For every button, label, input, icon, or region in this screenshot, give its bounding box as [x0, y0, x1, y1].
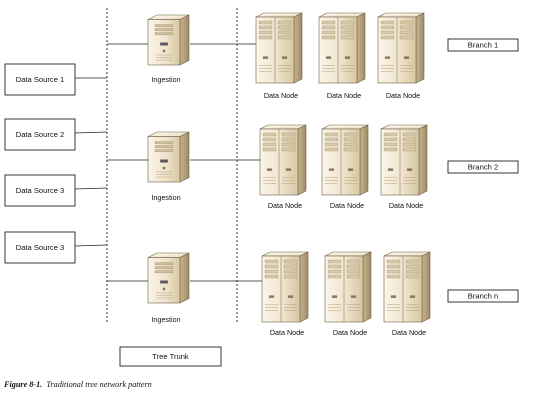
data-node-icon-1-3: [377, 12, 425, 84]
data-source-box-1-frame: [4, 63, 76, 96]
data-node-icon-3-3: [383, 251, 431, 323]
ingestion-label-1: Ingestion: [151, 75, 180, 84]
data-node-icon-3-1: [261, 251, 309, 323]
data-source-box-4-frame: [4, 231, 76, 264]
figure-title: Traditional tree network pattern: [46, 380, 152, 389]
data-source-link-2: [74, 131, 108, 134]
data-source-box-2-frame: [4, 118, 76, 151]
data-node-label-3-1: Data Node: [270, 328, 304, 337]
branch-box-1-frame: [447, 38, 519, 52]
data-source-box-2-label: Data Source 2: [16, 130, 65, 139]
data-node-icon-2-3: [380, 124, 428, 196]
nodes-layer: Data Source 1 Data Source 2 Data Source 3 D…: [4, 12, 519, 367]
data-source-box-1-label: Data Source 1: [16, 75, 65, 84]
data-node-label-2-3: Data Node: [389, 201, 423, 210]
data-node-icon-1-1: [255, 12, 303, 84]
data-node-icon-2-1: [259, 124, 307, 196]
data-source-box-2: Data Source 2: [4, 118, 76, 151]
data-source-link-4: [74, 244, 108, 247]
tree-trunk-box-frame: [119, 346, 222, 367]
data-source-box-4-label: Data Source 3: [16, 243, 65, 252]
branch-box-1: Branch 1: [447, 38, 519, 52]
branch-box-3-label: Branch n: [468, 292, 498, 301]
data-source-box-3-frame: [4, 174, 76, 207]
data-source-box-4: Data Source 3: [4, 231, 76, 264]
branch-box-3: Branch n: [447, 289, 519, 303]
data-node-icon-3-2: [324, 251, 372, 323]
data-node-label-2-2: Data Node: [330, 201, 364, 210]
data-source-box-3: Data Source 3: [4, 174, 76, 207]
branch-box-2-label: Branch 2: [468, 163, 498, 172]
data-source-link-3: [74, 187, 108, 190]
data-node-label-3-2: Data Node: [333, 328, 367, 337]
ingestion-server-icon-2: [147, 131, 190, 183]
data-node-icon-1-2: [318, 12, 366, 84]
branch-box-1-label: Branch 1: [468, 41, 498, 50]
data-node-label-1-1: Data Node: [264, 91, 298, 100]
branch-box-2: Branch 2: [447, 160, 519, 174]
figure-caption: Figure 8-1. Traditional tree network pat…: [4, 380, 152, 389]
data-node-label-1-2: Data Node: [327, 91, 361, 100]
branch-box-2-frame: [447, 160, 519, 174]
branch-box-3-frame: [447, 289, 519, 303]
ingestion-label-2: Ingestion: [151, 193, 180, 202]
data-node-label-2-1: Data Node: [268, 201, 302, 210]
figure-number: Figure 8-1.: [4, 380, 43, 389]
data-node-label-1-3: Data Node: [386, 91, 420, 100]
data-node-label-3-3: Data Node: [392, 328, 426, 337]
tree-trunk-box-label: Tree Trunk: [152, 352, 189, 361]
ingestion-server-icon-3: [147, 252, 190, 304]
ingestion-server-icon-1: [147, 14, 190, 66]
ingestion-label-3: Ingestion: [151, 315, 180, 324]
connection-lines: [74, 8, 262, 323]
data-node-icon-2-2: [321, 124, 369, 196]
data-source-box-3-label: Data Source 3: [16, 186, 65, 195]
data-source-box-1: Data Source 1: [4, 63, 76, 96]
tree-trunk-box: Tree Trunk: [119, 346, 222, 367]
